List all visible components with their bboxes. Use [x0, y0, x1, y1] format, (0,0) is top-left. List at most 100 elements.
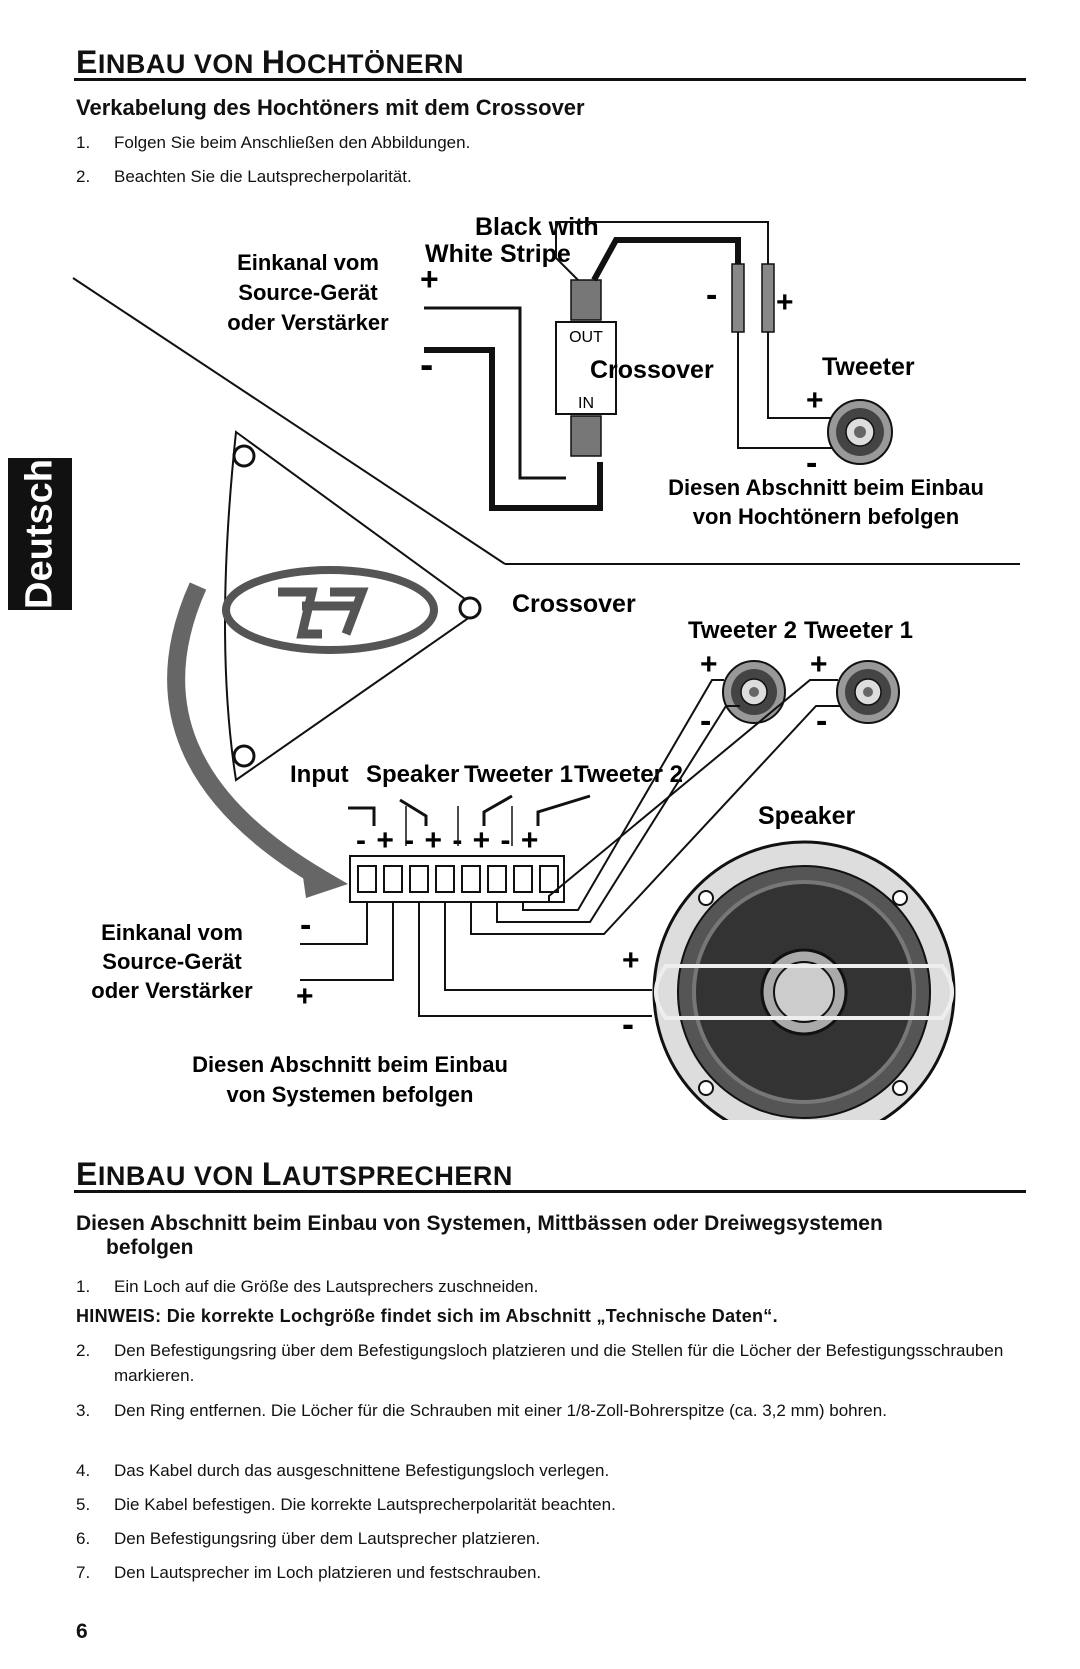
wiring-diagram: Black with White Stripe Einkanal vom Sou… — [72, 213, 1020, 1120]
plus-sign: + — [622, 944, 640, 977]
minus-sign: - — [706, 276, 717, 314]
source-label: oder Verstärker — [227, 310, 389, 335]
minus-sign: - — [300, 906, 311, 944]
page-number: 6 — [76, 1620, 88, 1643]
output-wire-black — [591, 237, 741, 282]
input-wire-plus — [424, 306, 566, 480]
step-number: 1. — [76, 133, 91, 152]
tweeter-2-wire — [548, 679, 838, 902]
crossover-strain-relief — [570, 415, 602, 457]
step-text: Den Lautsprecher im Loch platzieren und … — [114, 1563, 542, 1582]
title-part: INBAU VON — [97, 1161, 262, 1191]
caption-tweeter-section: Diesen Abschnitt beim Einbau — [668, 475, 984, 500]
wire-connector — [731, 263, 745, 333]
wire-connector — [761, 263, 775, 333]
leader-line — [399, 798, 428, 826]
step-text: Die Kabel befestigen. Die korrekte Lauts… — [114, 1495, 616, 1514]
arrow-head — [300, 856, 348, 898]
minus-sign: - — [816, 702, 827, 740]
section-rule — [74, 78, 1026, 81]
source-label: Einkanal vom — [101, 920, 243, 945]
step-number: 5. — [76, 1495, 91, 1514]
step-text: Das Kabel durch das ausgeschnittene Befe… — [114, 1461, 610, 1480]
step-item: 6. Den Befestigungsring über dem Lautspr… — [76, 1526, 1026, 1551]
step-item: 5. Die Kabel befestigen. Die korrekte La… — [76, 1492, 1026, 1517]
leader-line — [348, 806, 376, 826]
note-hole-size: HINWEIS: Die korrekte Lochgröße findet s… — [76, 1306, 778, 1326]
plus-sign: + — [810, 648, 828, 681]
plus-sign: + — [420, 261, 439, 297]
source-label: oder Verstärker — [91, 978, 253, 1003]
title-part: INBAU VON — [97, 49, 262, 79]
tweeter-1-wire — [522, 679, 724, 911]
crossover-box — [555, 321, 617, 415]
input-wire-plus — [300, 902, 394, 981]
tweeter-icon — [827, 399, 893, 465]
tweeter-2-wire — [470, 705, 840, 935]
plus-sign: + — [296, 980, 314, 1013]
step-item: 7. Den Lautsprecher im Loch platzieren u… — [76, 1560, 1026, 1585]
subheading-line: Diesen Abschnitt beim Einbau von Systeme… — [76, 1212, 883, 1235]
polarity-row: - + - + - + - + — [356, 824, 539, 857]
speaker-wire-plus — [444, 902, 652, 991]
tweeter-lead-plus — [767, 332, 832, 419]
terminal-label-tweeter-1: Tweeter 1 — [464, 761, 573, 788]
tweeter-1-icon — [836, 660, 900, 724]
title-part: AUTSPRECHERN — [281, 1161, 513, 1191]
step-text: Den Ring entfernen. Die Löcher für die S… — [114, 1401, 887, 1420]
tweeter-1-wire — [496, 705, 740, 923]
minus-sign: - — [806, 444, 817, 482]
plus-sign: + — [776, 286, 794, 319]
tweeter-lead-minus — [737, 332, 832, 449]
step-item: 3. Den Ring entfernen. Die Löcher für di… — [76, 1398, 1026, 1423]
step-number: 3. — [76, 1401, 91, 1420]
tweeter-1-label: Tweeter 1 — [804, 617, 913, 644]
minus-sign: - — [622, 1003, 634, 1044]
minus-sign: - — [700, 702, 711, 740]
crossover-label: Crossover — [590, 356, 714, 384]
step-number: 4. — [76, 1461, 91, 1480]
crossover-strain-relief — [570, 279, 602, 321]
step-text: Den Befestigungsring über dem Befestigun… — [114, 1341, 1004, 1385]
title-initial: E — [76, 1156, 98, 1192]
subheading-line: befolgen — [106, 1236, 194, 1259]
leader-line — [482, 794, 513, 826]
source-label: Source-Gerät — [102, 949, 242, 974]
plus-sign: + — [700, 648, 718, 681]
step-number: 1. — [76, 1277, 91, 1296]
title-part: OCHTÖNERN — [285, 49, 464, 79]
in-label: IN — [578, 395, 594, 412]
speaker-label: Speaker — [758, 802, 856, 830]
crossover-label: Crossover — [512, 590, 636, 618]
step-text: Den Befestigungsring über dem Lautsprech… — [114, 1529, 541, 1548]
section-title-tweeter-install: EINBAU VON HOCHTÖNERN — [76, 44, 464, 81]
arrow-icon — [167, 582, 325, 886]
subheading-speaker-install: Diesen Abschnitt beim Einbau von Systeme… — [76, 1212, 1026, 1260]
terminal-label-input: Input — [290, 761, 349, 788]
step-item: 1. Ein Loch auf die Größe des Lautsprech… — [76, 1274, 1026, 1299]
input-wire-minus — [300, 902, 368, 945]
caption-tweeter-section: von Hochtönern befolgen — [693, 504, 959, 529]
tweeter-label: Tweeter — [822, 353, 915, 381]
wire-label: Black with — [475, 213, 599, 241]
speaker-icon — [652, 840, 956, 1120]
step-item: 4. Das Kabel durch das ausgeschnittene B… — [76, 1458, 1026, 1483]
source-label: Einkanal vom — [237, 250, 379, 275]
step-number: 7. — [76, 1563, 91, 1582]
terminal-label-speaker: Speaker — [366, 761, 459, 788]
title-initial: E — [76, 44, 98, 80]
wire-label: White Stripe — [425, 240, 571, 268]
step-text: Folgen Sie beim Anschließen den Abbildun… — [114, 133, 471, 152]
step-text: Ein Loch auf die Größe des Lautsprechers… — [114, 1277, 539, 1296]
section-rule — [74, 1190, 1026, 1193]
minus-sign: - — [420, 343, 433, 387]
input-wire-minus — [424, 347, 603, 511]
step-item: 2. Beachten Sie die Lautsprecherpolaritä… — [76, 164, 1026, 189]
terminal-label-tweeter-2: Tweeter 2 — [574, 761, 683, 788]
tweeter-2-icon — [722, 660, 786, 724]
caption-system-section: von Systemen befolgen — [227, 1082, 474, 1107]
source-label: Source-Gerät — [238, 280, 378, 305]
subheading-wiring: Verkabelung des Hochtöners mit dem Cross… — [76, 95, 585, 120]
title-initial: L — [261, 1156, 282, 1192]
caption-system-section: Diesen Abschnitt beim Einbau — [192, 1052, 508, 1077]
